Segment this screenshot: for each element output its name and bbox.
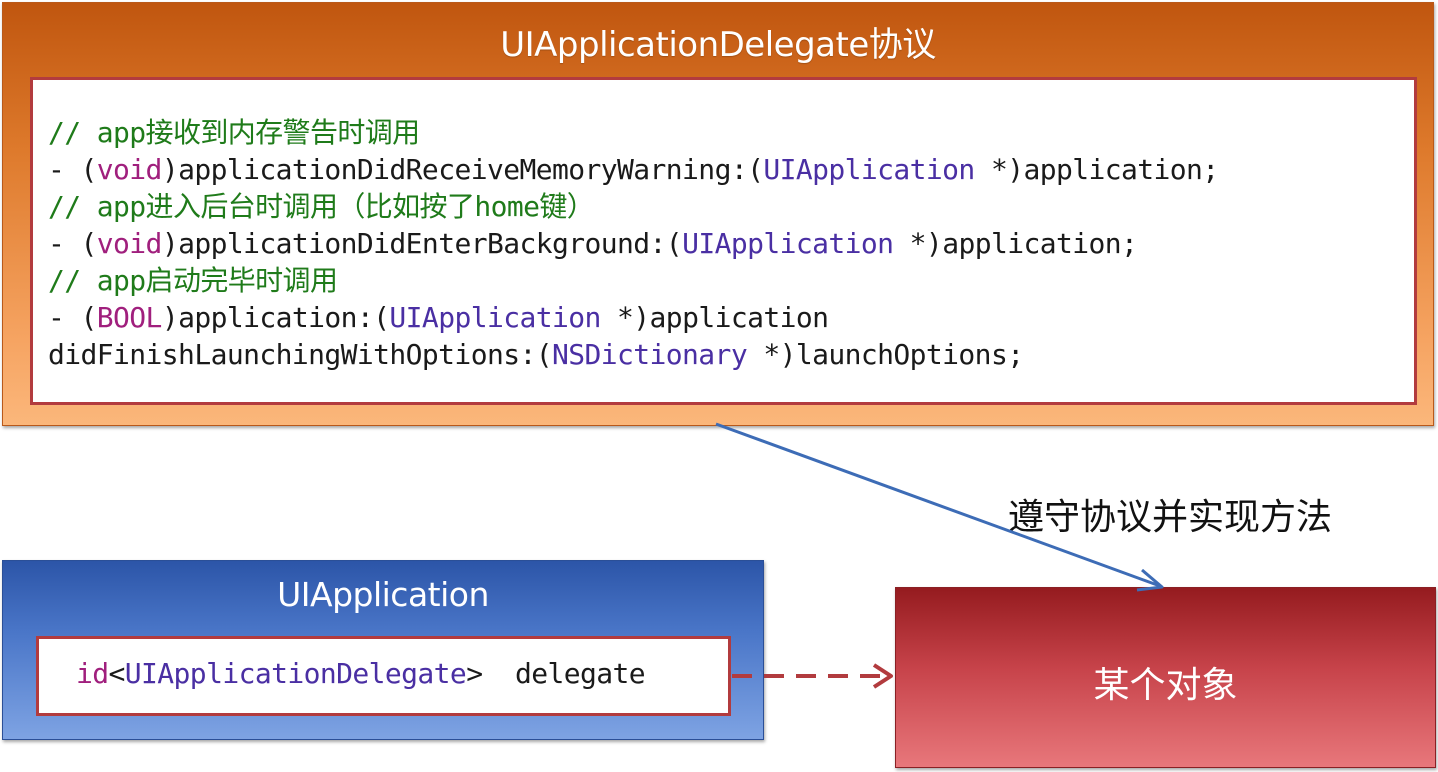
param-name: *)application; bbox=[974, 153, 1219, 186]
id-keyword: id bbox=[76, 657, 109, 690]
param-type: UIApplication bbox=[389, 301, 601, 334]
param-name: *)application; bbox=[893, 227, 1138, 260]
method-finish-launching-cont: didFinishLaunchingWithOptions:(NSDiction… bbox=[48, 338, 1024, 371]
delegate-property-panel: id<UIApplicationDelegate> delegate bbox=[36, 636, 731, 716]
conform-arrow bbox=[715, 422, 1164, 592]
method-enter-background: - (void)applicationDidEnterBackground:(U… bbox=[48, 227, 1138, 260]
param-name: *)application bbox=[600, 301, 829, 334]
return-type: BOOL bbox=[96, 301, 163, 334]
method-finish-launching: - (BOOL)application:(UIApplication *)app… bbox=[48, 301, 829, 334]
method-name: )applicationDidEnterBackground:( bbox=[161, 227, 683, 260]
protocol-code-panel: // app接收到内存警告时调用 - (void)applicationDidR… bbox=[30, 77, 1417, 405]
conform-label: 遵守协议并实现方法 bbox=[1008, 497, 1333, 538]
method-dash: - ( bbox=[48, 227, 97, 260]
return-type: void bbox=[96, 227, 163, 260]
param-name: *)launchOptions; bbox=[747, 338, 1024, 371]
param-type: NSDictionary bbox=[551, 338, 748, 371]
protocol-type: UIApplicationDelegate bbox=[124, 657, 467, 690]
some-object-label: 某个对象 bbox=[1093, 665, 1238, 706]
method-dash: - ( bbox=[48, 153, 97, 186]
method-name: )application:( bbox=[161, 301, 390, 334]
comment-memory-warning: // app接收到内存警告时调用 bbox=[48, 116, 420, 149]
protocol-box: UIApplicationDelegate协议 // app接收到内存警告时调用… bbox=[2, 2, 1434, 426]
param-type: UIApplication bbox=[682, 227, 894, 260]
delegate-property: id<UIApplicationDelegate> delegate bbox=[76, 657, 646, 690]
protocol-title: UIApplicationDelegate协议 bbox=[500, 25, 936, 65]
param-type: UIApplication bbox=[763, 153, 975, 186]
application-title: UIApplication bbox=[277, 575, 489, 614]
return-type: void bbox=[96, 153, 163, 186]
method-name: )applicationDidReceiveMemoryWarning:( bbox=[161, 153, 764, 186]
some-object-box: 某个对象 bbox=[895, 587, 1436, 768]
angle-open: < bbox=[108, 657, 126, 690]
method-name: didFinishLaunchingWithOptions:( bbox=[48, 338, 553, 371]
delegate-dashed-arrow bbox=[732, 663, 893, 689]
method-dash: - ( bbox=[48, 301, 97, 334]
comment-finish-launching: // app启动完毕时调用 bbox=[48, 264, 338, 297]
protocol-code: // app接收到内存警告时调用 - (void)applicationDidR… bbox=[48, 114, 1219, 373]
method-memory-warning: - (void)applicationDidReceiveMemoryWarni… bbox=[48, 153, 1219, 186]
application-box: UIApplication id<UIApplicationDelegate> … bbox=[2, 560, 764, 740]
property-name: > delegate bbox=[466, 657, 646, 690]
comment-enter-background: // app进入后台时调用（比如按了home键） bbox=[48, 190, 595, 223]
